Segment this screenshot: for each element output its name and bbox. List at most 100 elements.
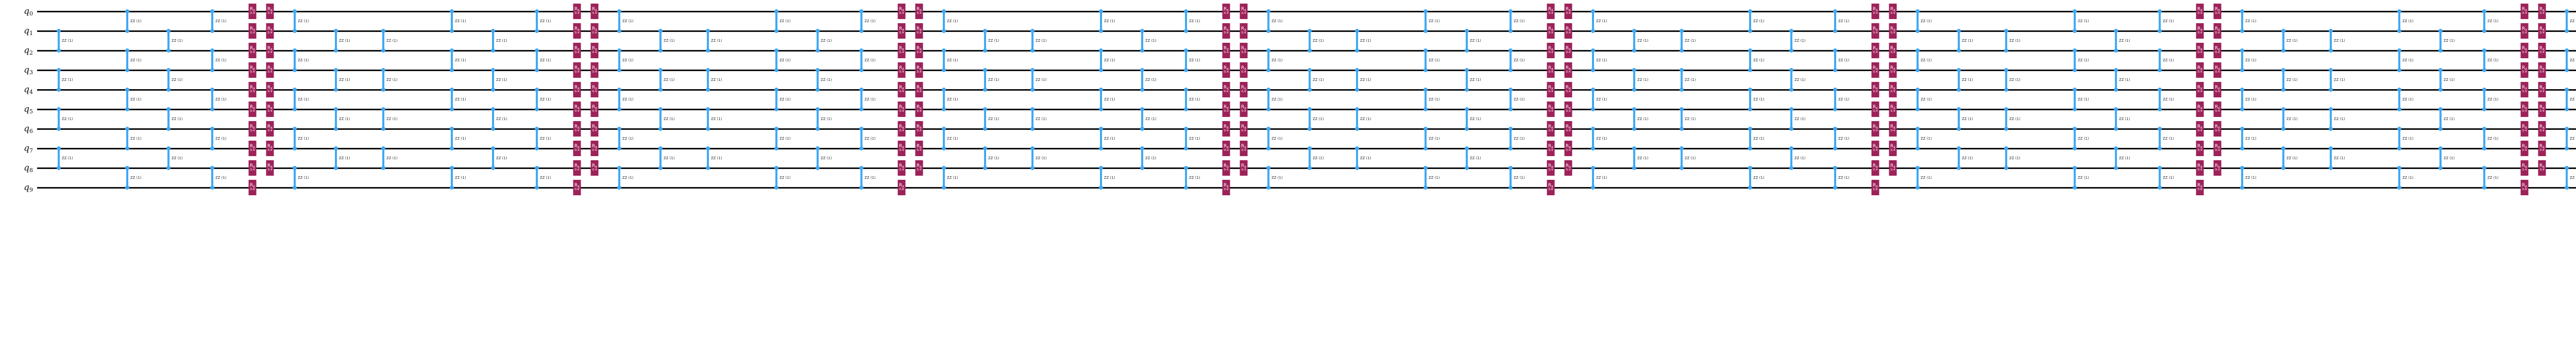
rx-gate[interactable]: RX0.4 bbox=[915, 102, 923, 117]
rx-gate[interactable]: RX0.4 bbox=[2196, 62, 2204, 78]
rx-gate[interactable]: RX0.4 bbox=[266, 102, 274, 117]
rx-gate[interactable]: RX0.4 bbox=[573, 102, 581, 117]
rx-gate[interactable]: RX0.4 bbox=[2213, 121, 2222, 137]
rx-gate[interactable]: RX0.4 bbox=[2213, 62, 2222, 78]
rx-gate[interactable]: RX0.4 bbox=[2213, 23, 2222, 39]
rx-gate[interactable]: RX0.4 bbox=[266, 160, 274, 176]
rx-gate[interactable]: RX0.4 bbox=[2213, 160, 2222, 176]
rx-gate[interactable]: RX0.4 bbox=[1889, 62, 1897, 78]
rx-gate[interactable]: RX0.4 bbox=[1222, 43, 1230, 58]
rx-gate[interactable]: RX0.4 bbox=[573, 4, 581, 19]
rx-gate[interactable]: RX0.4 bbox=[1240, 82, 1248, 97]
rx-gate[interactable]: RX0.4 bbox=[266, 121, 274, 137]
rx-gate[interactable]: RX0.4 bbox=[1871, 82, 1879, 97]
rx-gate[interactable]: RX0.4 bbox=[1547, 82, 1555, 97]
rx-gate[interactable]: RX0.4 bbox=[897, 141, 906, 156]
rx-gate[interactable]: RX0.4 bbox=[2196, 4, 2204, 19]
rx-gate[interactable]: RX0.4 bbox=[1222, 160, 1230, 176]
rx-gate[interactable]: RX0.4 bbox=[1547, 121, 1555, 137]
rx-gate[interactable]: RX0.4 bbox=[1871, 23, 1879, 39]
rx-gate[interactable]: RX0.4 bbox=[1889, 82, 1897, 97]
rx-gate[interactable]: RX0.4 bbox=[897, 121, 906, 137]
rx-gate[interactable]: RX0.4 bbox=[2196, 102, 2204, 117]
rx-gate[interactable]: RX0.4 bbox=[248, 82, 257, 97]
rx-gate[interactable]: RX0.4 bbox=[573, 62, 581, 78]
rx-gate[interactable]: RX0.4 bbox=[2520, 23, 2529, 39]
rx-gate[interactable]: RX0.4 bbox=[1871, 43, 1879, 58]
rx-gate[interactable]: RX0.4 bbox=[2213, 141, 2222, 156]
rx-gate[interactable]: RX0.4 bbox=[915, 4, 923, 19]
rx-gate[interactable]: RX0.4 bbox=[590, 43, 599, 58]
rx-gate[interactable]: RX0.4 bbox=[590, 4, 599, 19]
rx-gate[interactable]: RX0.4 bbox=[2213, 82, 2222, 97]
rx-gate[interactable]: RX0.4 bbox=[2196, 23, 2204, 39]
rx-gate[interactable]: RX0.8 bbox=[573, 180, 581, 195]
rx-gate[interactable]: RX0.4 bbox=[2196, 141, 2204, 156]
rx-gate[interactable]: RX0.8 bbox=[248, 180, 257, 195]
rx-gate[interactable]: RX0.4 bbox=[1222, 141, 1230, 156]
rx-gate[interactable]: RX0.4 bbox=[1871, 102, 1879, 117]
rx-gate[interactable]: RX0.4 bbox=[1240, 160, 1248, 176]
rx-gate[interactable]: RX0.4 bbox=[573, 121, 581, 137]
rx-gate[interactable]: RX0.4 bbox=[1871, 62, 1879, 78]
rx-gate[interactable]: RX0.8 bbox=[1871, 180, 1879, 195]
rx-gate[interactable]: RX0.4 bbox=[1547, 4, 1555, 19]
rx-gate[interactable]: RX0.4 bbox=[590, 62, 599, 78]
rx-gate[interactable]: RX0.4 bbox=[1889, 141, 1897, 156]
rx-gate[interactable]: RX0.4 bbox=[897, 43, 906, 58]
rx-gate[interactable]: RX0.4 bbox=[2538, 160, 2546, 176]
rx-gate[interactable]: RX0.4 bbox=[1547, 62, 1555, 78]
rx-gate[interactable]: RX0.4 bbox=[573, 23, 581, 39]
rx-gate[interactable]: RX0.4 bbox=[1547, 23, 1555, 39]
rx-gate[interactable]: RX0.4 bbox=[1222, 82, 1230, 97]
rx-gate[interactable]: RX0.4 bbox=[573, 160, 581, 176]
rx-gate[interactable]: RX0.4 bbox=[2213, 4, 2222, 19]
rx-gate[interactable]: RX0.4 bbox=[2196, 43, 2204, 58]
rx-gate[interactable]: RX0.4 bbox=[2196, 121, 2204, 137]
rx-gate[interactable]: RX0.4 bbox=[590, 121, 599, 137]
rx-gate[interactable]: RX0.4 bbox=[1564, 141, 1572, 156]
rx-gate[interactable]: RX0.4 bbox=[1222, 102, 1230, 117]
rx-gate[interactable]: RX0.4 bbox=[266, 23, 274, 39]
rx-gate[interactable]: RX0.4 bbox=[1222, 4, 1230, 19]
rx-gate[interactable]: RX0.4 bbox=[1240, 4, 1248, 19]
rx-gate[interactable]: RX0.4 bbox=[248, 102, 257, 117]
rx-gate[interactable]: RX0.4 bbox=[915, 43, 923, 58]
rx-gate[interactable]: RX0.4 bbox=[1564, 121, 1572, 137]
rx-gate[interactable]: RX0.4 bbox=[1222, 62, 1230, 78]
rx-gate[interactable]: RX0.4 bbox=[2538, 43, 2546, 58]
rx-gate[interactable]: RX0.4 bbox=[897, 82, 906, 97]
rx-gate[interactable]: RX0.4 bbox=[1871, 141, 1879, 156]
rx-gate[interactable]: RX0.4 bbox=[897, 102, 906, 117]
rx-gate[interactable]: RX0.8 bbox=[2196, 180, 2204, 195]
rx-gate[interactable]: RX0.4 bbox=[1889, 23, 1897, 39]
rx-gate[interactable]: RX0.4 bbox=[1240, 141, 1248, 156]
rx-gate[interactable]: RX0.4 bbox=[248, 62, 257, 78]
rx-gate[interactable]: RX0.4 bbox=[266, 82, 274, 97]
rx-gate[interactable]: RX0.4 bbox=[2538, 102, 2546, 117]
rx-gate[interactable]: RX0.4 bbox=[248, 4, 257, 19]
rx-gate[interactable]: RX0.4 bbox=[590, 160, 599, 176]
rx-gate[interactable]: RX0.4 bbox=[1871, 4, 1879, 19]
rx-gate[interactable]: RX0.4 bbox=[1240, 43, 1248, 58]
rx-gate[interactable]: RX0.4 bbox=[1564, 62, 1572, 78]
rx-gate[interactable]: RX0.4 bbox=[1889, 4, 1897, 19]
rx-gate[interactable]: RX0.4 bbox=[1564, 102, 1572, 117]
rx-gate[interactable]: RX0.4 bbox=[915, 121, 923, 137]
rx-gate[interactable]: RX0.4 bbox=[915, 82, 923, 97]
rx-gate[interactable]: RX0.4 bbox=[897, 4, 906, 19]
rx-gate[interactable]: RX0.4 bbox=[1564, 160, 1572, 176]
rx-gate[interactable]: RX0.4 bbox=[590, 141, 599, 156]
rx-gate[interactable]: RX0.4 bbox=[915, 160, 923, 176]
rx-gate[interactable]: RX0.4 bbox=[1222, 121, 1230, 137]
rx-gate[interactable]: RX0.4 bbox=[1547, 160, 1555, 176]
rx-gate[interactable]: RX0.4 bbox=[266, 4, 274, 19]
rx-gate[interactable]: RX0.4 bbox=[2520, 82, 2529, 97]
rx-gate[interactable]: RX0.4 bbox=[897, 160, 906, 176]
rx-gate[interactable]: RX0.4 bbox=[1871, 160, 1879, 176]
rx-gate[interactable]: RX0.4 bbox=[266, 62, 274, 78]
rx-gate[interactable]: RX0.4 bbox=[1240, 23, 1248, 39]
rx-gate[interactable]: RX0.4 bbox=[1889, 102, 1897, 117]
rx-gate[interactable]: RX0.4 bbox=[573, 82, 581, 97]
rx-gate[interactable]: RX0.4 bbox=[1889, 43, 1897, 58]
